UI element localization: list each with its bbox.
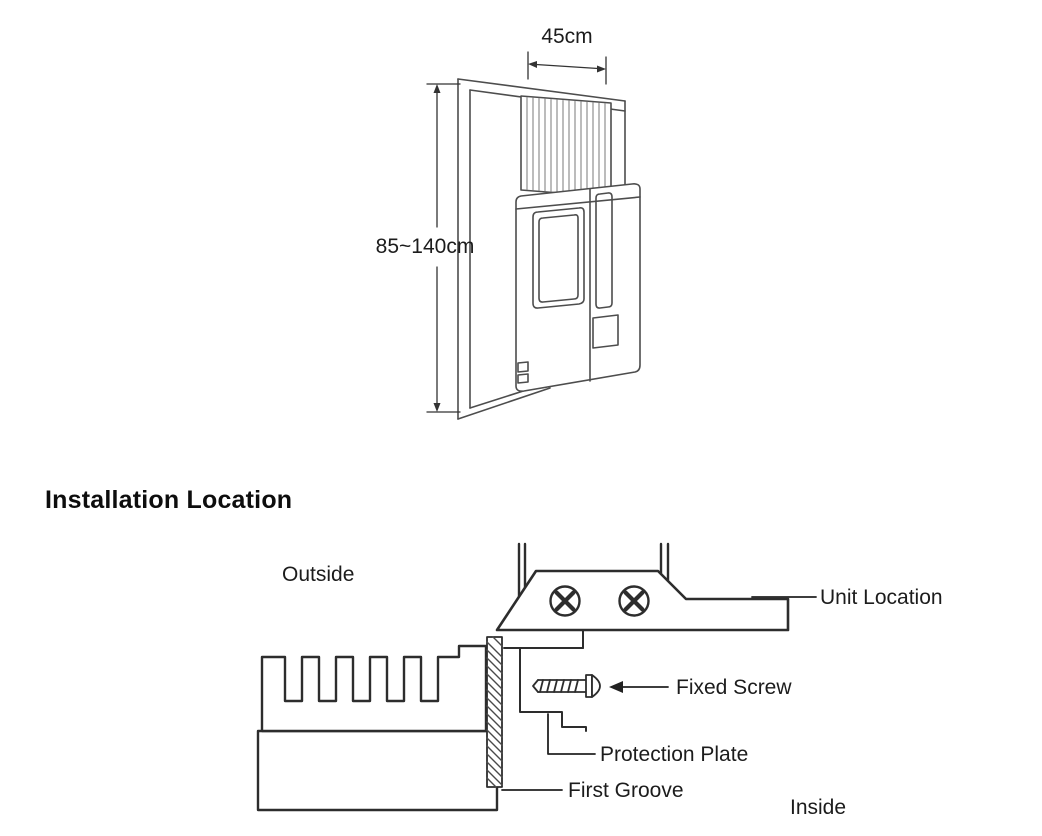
- fixed-screw-label: Fixed Screw: [676, 676, 792, 699]
- outside-label: Outside: [282, 563, 355, 586]
- width-dimension-label: 45cm: [541, 25, 593, 48]
- section-heading: Installation Location: [45, 486, 293, 514]
- unit-location-label: Unit Location: [820, 586, 943, 609]
- sill-body: [256, 729, 499, 812]
- accordion-panel: [520, 95, 612, 198]
- protection-plate-label: Protection Plate: [600, 743, 749, 766]
- phillips-screw-icon: [618, 585, 650, 617]
- inside-label: Inside: [790, 796, 847, 819]
- window-track-profile: [260, 644, 488, 733]
- window-frame: [457, 78, 626, 420]
- first-groove-strip: [486, 636, 503, 788]
- height-dimension-arrow: [426, 83, 461, 413]
- ac-unit-body: [515, 183, 641, 392]
- first-groove-label: First Groove: [568, 779, 684, 802]
- fixed-screw-graphic: [532, 674, 601, 698]
- front-grille: [532, 207, 585, 309]
- control-panel: [592, 314, 619, 349]
- phillips-screw-icon: [549, 585, 581, 617]
- callout-leaders: [501, 596, 817, 791]
- window-unit-figure: [426, 51, 641, 420]
- protection-plate-leader: [547, 713, 596, 755]
- sash-lines: [517, 542, 670, 598]
- fixed-screw-arrowhead: [609, 681, 623, 693]
- installation-cross-section: [256, 542, 817, 812]
- protection-plate-profile: [503, 630, 587, 732]
- width-dimension-arrow: [527, 51, 607, 85]
- side-vent: [595, 192, 613, 309]
- height-dimension-label: 85~140cm: [375, 235, 475, 258]
